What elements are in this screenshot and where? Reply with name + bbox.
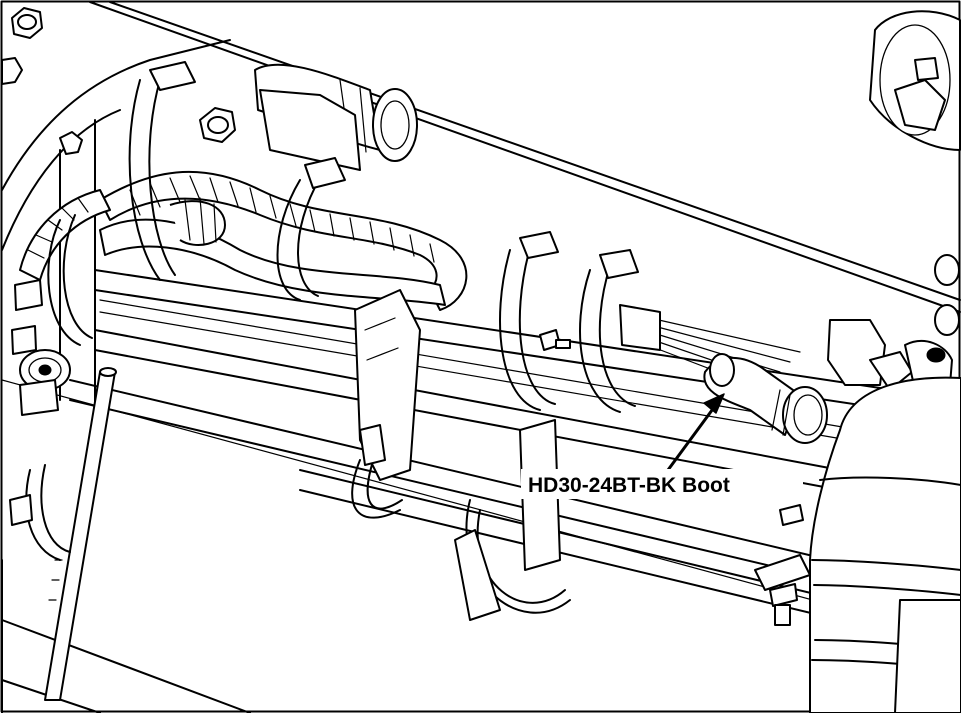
callout-label: HD30-24BT-BK Boot (521, 469, 803, 499)
callout-label-text: HD30-24BT-BK Boot (528, 474, 730, 497)
hex-bolt-group (1, 7, 236, 155)
callout-label-backing (521, 469, 803, 499)
wire-breakout (619, 304, 801, 389)
left-connector-cluster (9, 279, 71, 526)
top-right-housing (869, 10, 961, 151)
vertical-rod (44, 367, 117, 701)
hanger-brackets (354, 289, 561, 621)
right-connector-block (827, 254, 960, 391)
harness-bundle (19, 170, 468, 311)
callout-arrow (666, 393, 725, 471)
hd30-boot (703, 353, 828, 444)
cylinder-tank (809, 376, 961, 713)
top-connector-body (254, 63, 418, 171)
